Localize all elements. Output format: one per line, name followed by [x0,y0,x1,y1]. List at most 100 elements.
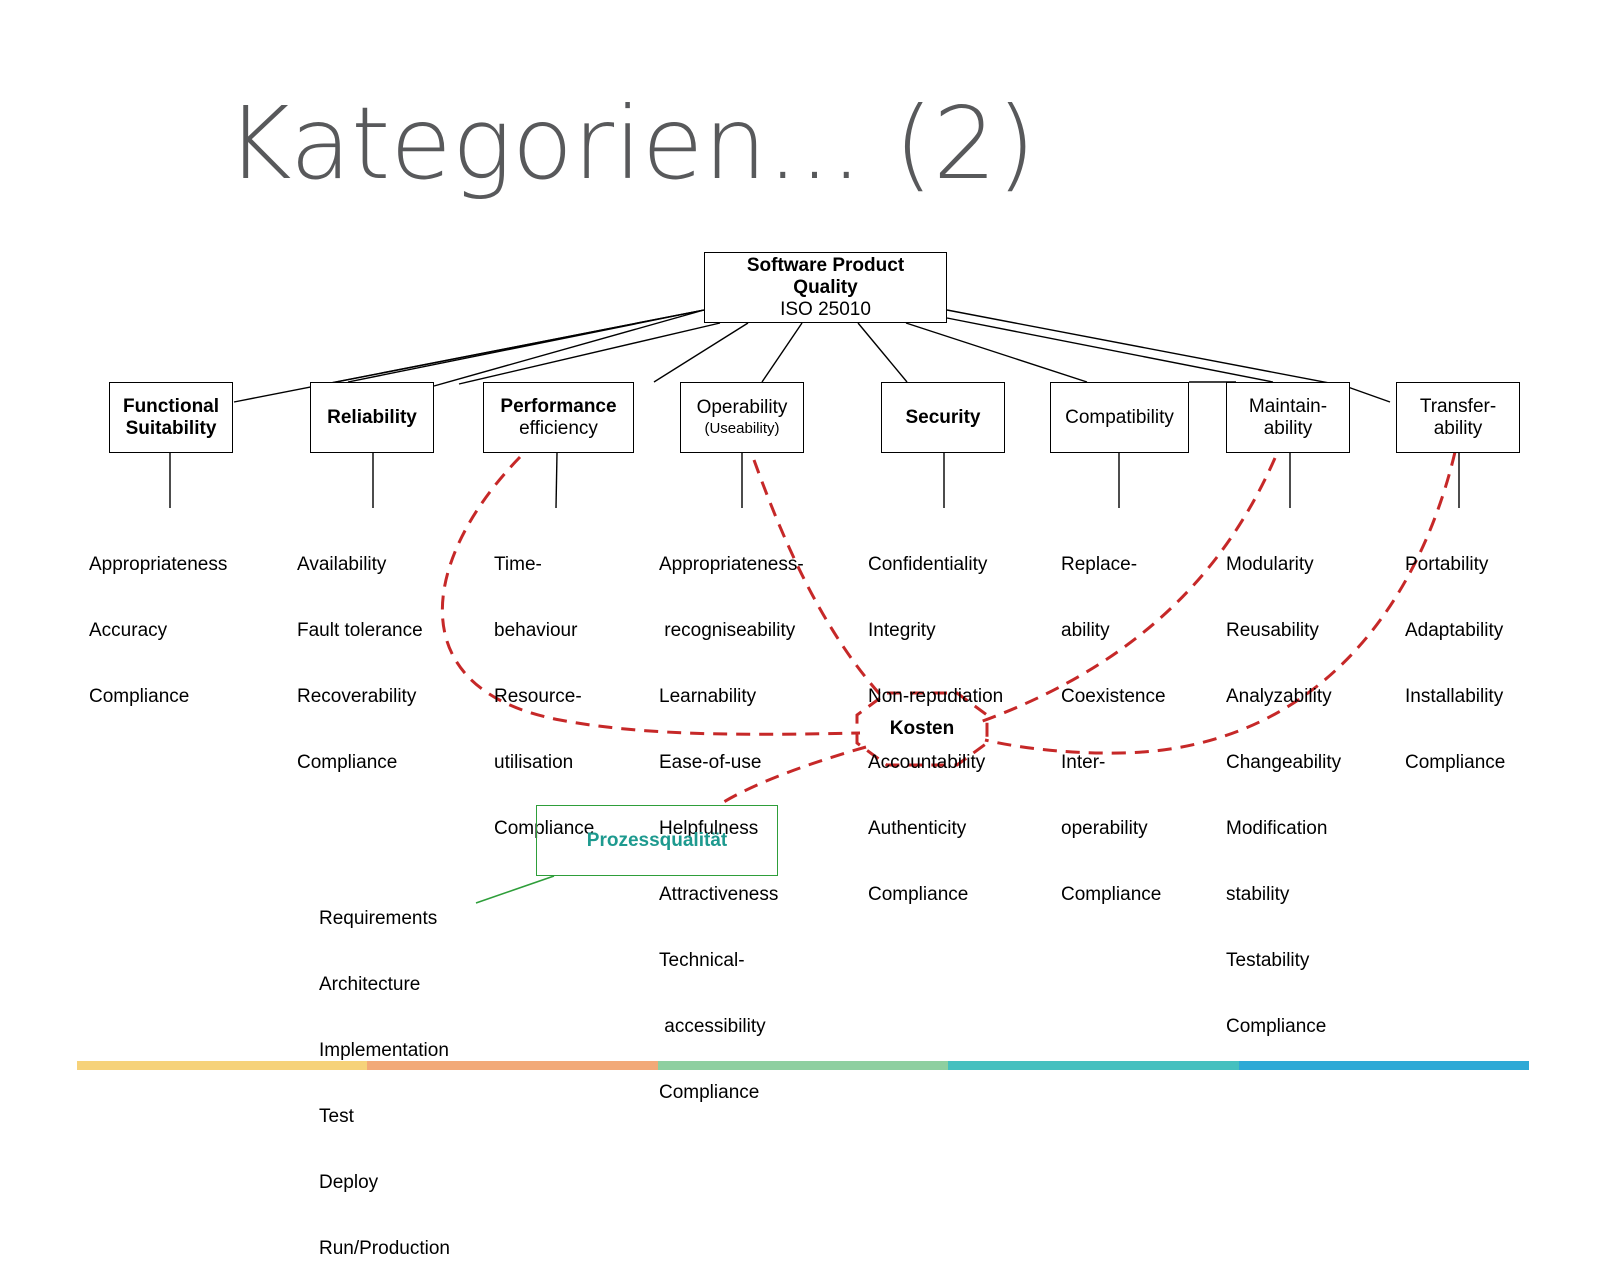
category-performance-efficiency: Performance efficiency [483,382,634,453]
list-item: Testability [1226,950,1310,971]
list-item: Technical- [659,950,745,971]
category-functional-suitability: Functional Suitability [109,382,233,453]
category-label: Compatibility [1065,406,1174,428]
connector-line [1344,385,1391,403]
list-item: Learnability [659,686,757,707]
process-steps-connector [475,875,555,904]
list-item: Recoverability [297,686,417,707]
list-item: Compliance [1226,1016,1327,1037]
subcharacteristics-transferability: Portability Adaptability Installability … [1405,510,1505,796]
list-item: Appropriateness [89,554,228,575]
connector-line [433,309,705,387]
category-label: efficiency [519,417,598,439]
prozessqualitaet-box: Prozessqualität [536,805,778,876]
list-item: Fault tolerance [297,620,423,641]
footer-segment [657,1061,949,1070]
subcharacteristics-reliability: Availability Fault tolerance Recoverabil… [297,510,423,796]
list-item: Modularity [1226,554,1314,575]
list-item: Accuracy [89,620,168,641]
list-item: Time- [494,554,542,575]
list-item: Coexistence [1061,686,1166,707]
footer-segment [1238,1061,1530,1070]
cost-link-operability [752,459,887,702]
category-label: Reliability [327,406,417,428]
category-label: Security [905,406,981,428]
list-item: operability [1061,818,1148,839]
list-item: Test [319,1106,354,1127]
list-item: Adaptability [1405,620,1504,641]
footer-segment [948,1061,1239,1070]
cost-link-transferability [984,451,1457,755]
list-item: Confidentiality [868,554,988,575]
category-label: Transfer- [1419,395,1497,417]
list-item: Run/Production [319,1238,450,1259]
list-item: Implementation [319,1040,449,1061]
root-title-line1: Software Product [746,254,905,276]
list-item: utilisation [494,752,574,773]
connector-lines [169,309,1460,904]
list-item: Attractiveness [659,884,779,905]
connector-line [946,317,1274,383]
prozessqualitaet-label: Prozessqualität [586,829,728,851]
list-item: Architecture [319,974,421,995]
footer-segment [367,1061,658,1070]
software-product-quality-box: Software Product Quality ISO 25010 [704,252,947,323]
list-item: recogniseability [659,620,796,641]
list-item: Accountability [868,752,986,773]
page-title: Kategorien... (2) [226,85,1036,202]
cost-link-process [721,745,867,805]
category-transferability: Transfer- ability [1396,382,1520,453]
list-item: Modification [1226,818,1328,839]
subcharacteristics-security: Confidentiality Integrity Non-repudiatio… [868,510,1003,928]
connector-line [347,309,705,383]
subcharacteristics-operability: Appropriateness- recogniseability Learna… [659,510,804,1126]
list-item: Compliance [89,686,190,707]
root-title-line2: Quality [793,276,858,298]
connector-line [946,309,1346,387]
kosten-octagon [855,691,989,767]
list-item: Ease-of-use [659,752,762,773]
kosten-label: Kosten [889,718,955,739]
category-operability: Operability (Useability) [680,382,804,453]
subcharacteristics-functional-suitability: Appropriateness Accuracy Compliance [89,510,227,730]
list-item: Portability [1405,554,1489,575]
subcharacteristics-performance-efficiency: Time- behaviour Resource- utilisation Co… [494,510,594,862]
list-item: Reusability [1226,620,1319,641]
list-item: Compliance [297,752,398,773]
category-label: Suitability [125,417,217,439]
list-item: Appropriateness- [659,554,804,575]
list-item: Resource- [494,686,582,707]
list-item: stability [1226,884,1290,905]
list-item: Integrity [868,620,936,641]
category-reliability: Reliability [310,382,434,453]
list-item: behaviour [494,620,578,641]
category-compatibility: Compatibility [1050,382,1189,453]
root-standard: ISO 25010 [780,298,871,320]
category-label: ability [1263,417,1313,439]
category-label: Operability [696,396,788,418]
list-item: Replace- [1061,554,1138,575]
list-item: ability [1061,620,1110,641]
category-label: Functional [122,395,220,417]
list-item: Compliance [1061,884,1162,905]
connector-line [458,322,721,385]
list-item: Compliance [659,1082,760,1103]
list-item: Authenticity [868,818,967,839]
connector-line [761,322,803,383]
list-item: Compliance [868,884,969,905]
list-item: Helpfulness [659,818,759,839]
subcharacteristics-maintainability: Modularity Reusability Analyzability Cha… [1226,510,1341,1060]
list-item: Changeability [1226,752,1342,773]
list-item: Installability [1405,686,1504,707]
footer-segment [77,1061,368,1070]
category-maintainability: Maintain- ability [1226,382,1350,453]
category-label: (Useability) [704,419,780,437]
list-item: Compliance [1405,752,1506,773]
list-item: Availability [297,554,387,575]
list-item: Deploy [319,1172,379,1193]
list-item: Requirements [319,908,438,929]
connector-line [555,452,558,509]
footer-color-bar [77,1061,1530,1070]
process-steps-list: Requirements Architecture Implementation… [319,864,450,1282]
cost-link-performance [440,455,861,736]
